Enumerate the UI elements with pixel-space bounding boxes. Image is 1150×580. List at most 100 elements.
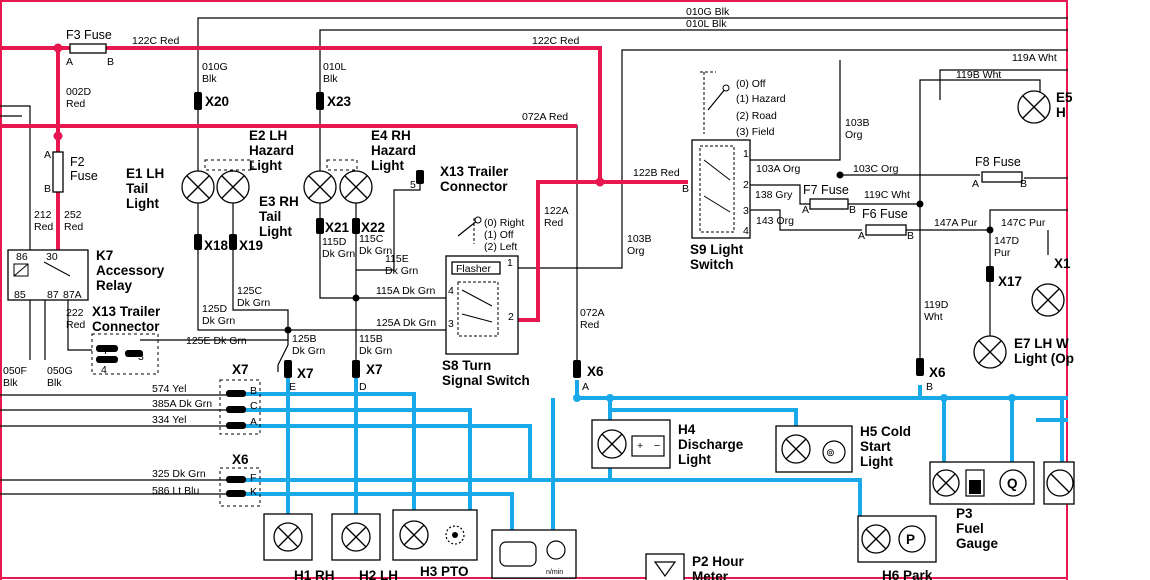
connector-label: X21 [325,220,350,235]
pin-label: D [359,381,367,393]
pin-label: B [907,230,914,242]
connector-x18: X18 [194,234,229,253]
lamp-x1-partial [1031,283,1065,317]
pin-label: B [107,56,114,68]
wire-label: 115A Dk Grn [376,285,435,297]
pin-label: 4 [448,285,454,297]
wire-label: 010G Blk [686,6,730,18]
wire-label: 072A Red [522,111,568,123]
wire-label: 125E Dk Grn [186,335,247,347]
switch-position: (0) Off [736,78,766,90]
meter-p2-tach: n/min [491,529,577,579]
light-h2-label: H2 LH [359,568,398,580]
connector-label: X7 [232,362,249,377]
connector-label: X6 [929,365,946,380]
connector-label: X7 [297,366,314,381]
connector-x1-label: X1 [1054,256,1071,271]
light-h1: H1 RH [263,513,335,580]
tach-unit-label: n/min [546,569,563,576]
pin-label: 3 [743,205,749,217]
fuse-f8: F8 Fuse A B [972,155,1027,190]
switch-position: (0) Right [484,217,524,229]
light-h6-label: H6 Park [882,568,933,580]
switch-position: (2) Left [484,241,517,253]
connector-x23: X23 [316,92,352,110]
wire-label: 334 Yel [152,414,186,426]
lamp-e5 [1017,90,1051,124]
light-h3: H3 PTO [392,509,478,579]
connector-x6-block: F K X6 [219,452,261,507]
wire-label: 010L Blk [686,18,727,30]
fuse-f3: F3 Fuse A B [66,28,114,68]
wire-label: 125A Dk Grn [376,317,436,329]
lamp-e4 [339,170,373,204]
pin-label: 87 [47,289,59,301]
wire-label: 122C Red [132,35,179,47]
wire-label: 119B Wht [956,69,1001,81]
pin-label: 7 [103,345,109,357]
connector-x7-e: X7 E [284,360,314,393]
connector-label: X19 [239,238,263,253]
fuse-f7: F7 Fuse A B [802,183,856,216]
wire-label: 574 Yel [152,383,186,395]
pin-label: 86 [16,251,28,263]
hazard-lamp-housing [326,159,358,171]
wire-label: 119A Wht [1012,52,1057,64]
lamp-e7 [973,335,1007,369]
light-h6: P H6 Park [857,515,937,580]
pin-label: 3 [138,351,144,363]
fuse-f6-label: F6 Fuse [862,207,908,221]
pin-label: B [926,381,933,393]
connector-label: X22 [361,220,385,235]
connector-x17: X17 [986,266,1022,289]
flasher-label: Flasher [456,263,492,275]
pin-label: K [250,486,257,498]
wire-label: 147A Pur [934,217,978,229]
pin-label: 87A [63,289,82,301]
switch-position: (2) Road [736,110,777,122]
light-h3-label: H3 PTO [420,564,469,579]
gauge-partial [1043,461,1075,505]
switch-s8: Flasher 1 2 3 4 (0) Right (1) Off (2) Le… [442,216,530,388]
connector-label: X6 [232,452,249,467]
connector-x19: X19 [229,234,263,253]
wire-label: 586 Lt Blu [152,485,199,497]
pin-label: 1 [743,148,749,160]
switch-s9: B 1 2 3 4 (0) Off (1) Hazard (2) Road (3… [682,71,786,272]
pin-label: B [250,385,257,397]
svg-text:Q: Q [1007,476,1018,491]
switch-position: (3) Field [736,126,775,138]
pin-label: 4 [101,364,107,376]
pin-label: 2 [743,179,749,191]
pin-label: F [250,472,256,484]
pin-label: 1 [507,257,513,269]
svg-text:−: − [654,440,660,452]
pin-label: B [682,183,689,195]
svg-text:P: P [906,532,915,547]
